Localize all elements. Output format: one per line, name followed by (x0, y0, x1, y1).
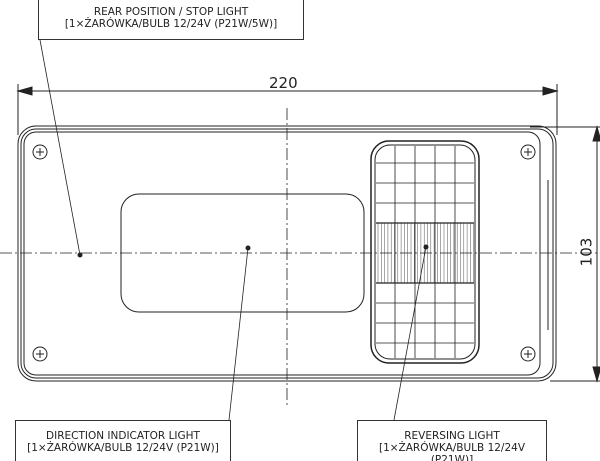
reversing-label: REVERSING LIGHT [1×ŻARÓWKA/BULB 12/24V (… (357, 420, 547, 461)
screw-icons (32, 144, 536, 362)
rear-position-title: REAR POSITION / STOP LIGHT (93, 6, 249, 18)
screw-icon (32, 144, 48, 160)
screw-icon (32, 346, 48, 362)
rear-position-spec: [1×ŻARÓWKA/BULB 12/24V (P21W/5W)] (64, 18, 278, 30)
reversing-lens (370, 140, 480, 364)
direction-indicator-title: DIRECTION INDICATOR LIGHT (46, 430, 200, 442)
rear-position-point (77, 252, 83, 258)
width-dimension: 220 (269, 74, 298, 92)
reversing-spec: [1×ŻARÓWKA/BULB 12/24V (P21W)] (378, 442, 526, 461)
direction-indicator-label: DIRECTION INDICATOR LIGHT [1×ŻARÓWKA/BUL… (15, 420, 231, 461)
height-dimension: 103 (577, 237, 596, 267)
rear-position-label: REAR POSITION / STOP LIGHT [1×ŻARÓWKA/BU… (38, 0, 304, 40)
direction-indicator-spec: [1×ŻARÓWKA/BULB 12/24V (P21W)] (27, 442, 219, 454)
reversing-point (423, 244, 429, 250)
indicator-point (245, 245, 251, 251)
center-lines (0, 108, 600, 405)
leader-lines (39, 39, 427, 421)
reversing-title: REVERSING LIGHT (404, 430, 500, 442)
screw-icon (520, 346, 536, 362)
width-dimension-line (16, 84, 559, 135)
height-dimension-line (530, 125, 600, 383)
screw-icon (520, 144, 536, 160)
